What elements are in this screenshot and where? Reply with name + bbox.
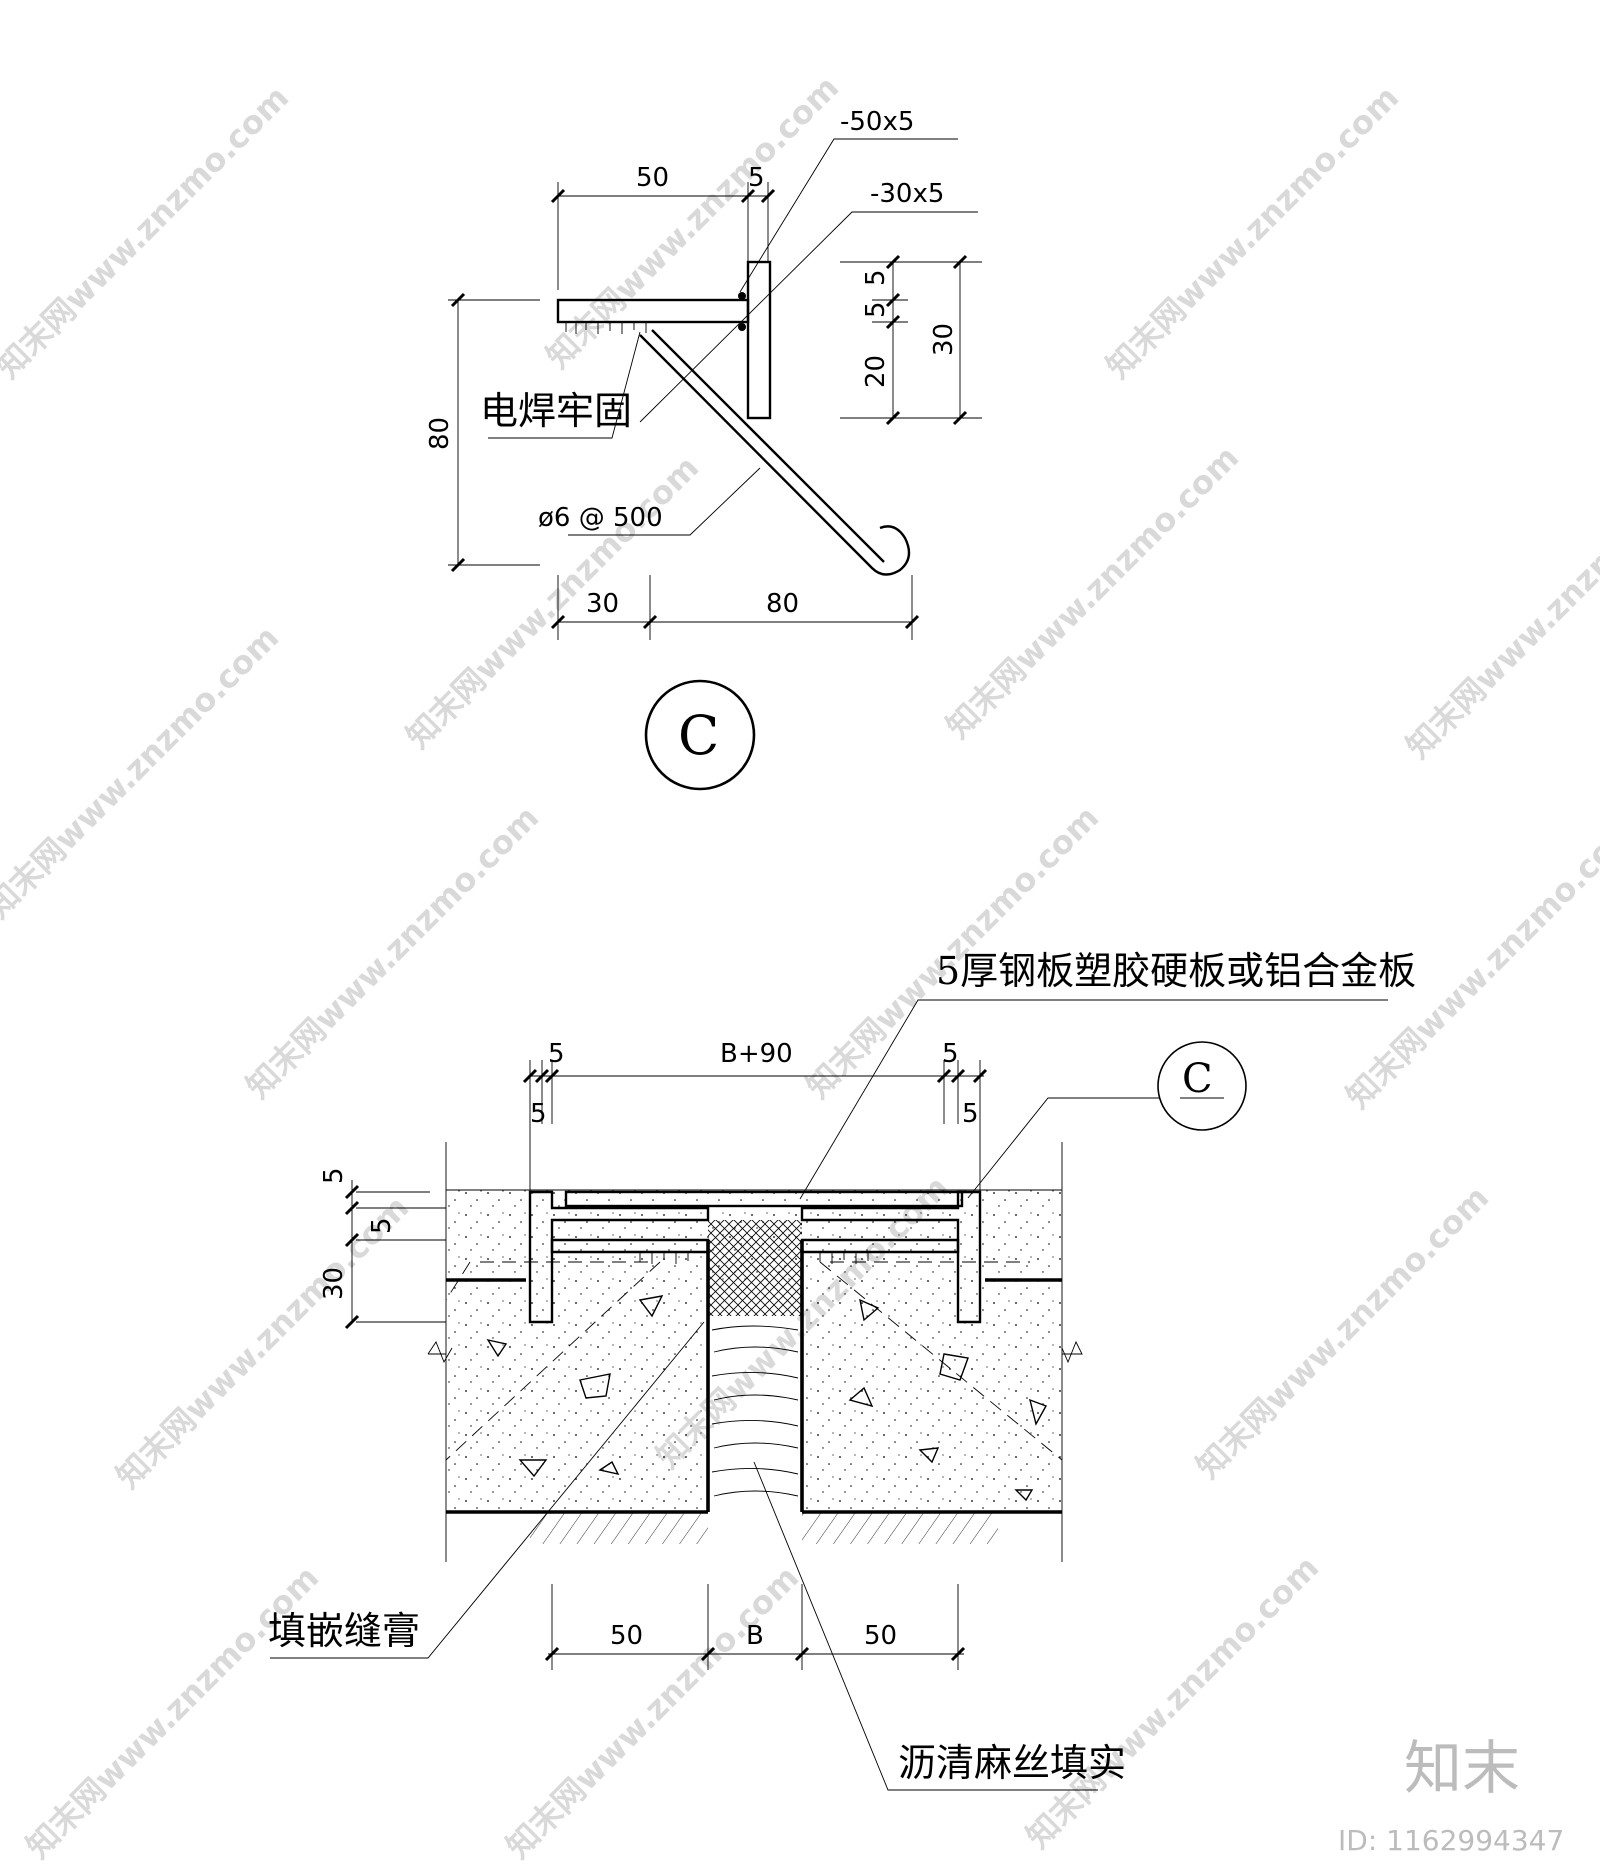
dim-left-2: 5 bbox=[367, 1217, 397, 1234]
watermark-text: 知末网www.znzmo.com bbox=[0, 618, 286, 925]
angle-right bbox=[800, 1190, 982, 1324]
leader-sealant bbox=[270, 1321, 705, 1659]
watermark-text: 知末网www.znzmo.com bbox=[1099, 78, 1406, 385]
section-ref-circle bbox=[1157, 1041, 1247, 1131]
dim-tick bbox=[550, 614, 920, 630]
leader-asphalt bbox=[753, 1461, 1098, 1791]
footer-id: ID: 1162994347 bbox=[1338, 1824, 1564, 1857]
slab-left bbox=[446, 1280, 708, 1512]
slab-right bbox=[802, 1280, 1062, 1512]
watermark-text: 知末网www.znzmo.com bbox=[19, 1558, 326, 1865]
dim-bottom-3: 50 bbox=[864, 1621, 897, 1651]
slab-outline bbox=[446, 1240, 1062, 1514]
dim-right-3: 20 bbox=[861, 355, 891, 388]
dim-top-mid: B+90 bbox=[720, 1039, 793, 1069]
dim-tick bbox=[450, 292, 466, 573]
watermark-text: 知末网www.znzmo.com bbox=[1399, 458, 1600, 765]
dim-line bbox=[448, 299, 540, 566]
weld-hatch bbox=[565, 322, 647, 334]
dim-tick bbox=[522, 1068, 988, 1084]
dim-sub-left: 5 bbox=[530, 1099, 547, 1129]
leader-plate-a bbox=[739, 138, 958, 293]
watermark-text: 知末网www.znzmo.com bbox=[499, 1558, 806, 1865]
leader-bar bbox=[568, 467, 761, 536]
watermark-text: 知末网www.znzmo.com bbox=[939, 438, 1246, 745]
dim-line bbox=[840, 261, 982, 419]
dim-tick bbox=[885, 254, 968, 426]
cover-plate bbox=[564, 1190, 964, 1208]
watermark-text: 知末网www.znzmo.com bbox=[539, 68, 846, 375]
dim-top-2: 5 bbox=[748, 163, 765, 193]
dim-right-outer: 30 bbox=[929, 323, 959, 356]
angle-left-leg bbox=[550, 1238, 710, 1254]
ground-right bbox=[802, 1512, 998, 1544]
dim-sub-right: 5 bbox=[962, 1099, 979, 1129]
asphalt-fill bbox=[711, 1325, 799, 1497]
callout-bar: ø6 @ 500 bbox=[538, 503, 663, 533]
watermark-text: 知末网www.znzmo.com bbox=[0, 78, 296, 385]
dim-bottom-2: B bbox=[746, 1621, 764, 1651]
leader-plate bbox=[799, 999, 1388, 1200]
break-line bbox=[427, 1340, 1083, 1364]
leader-section bbox=[967, 1097, 1160, 1199]
section-ref: C bbox=[1182, 1056, 1213, 1102]
weld-dot bbox=[738, 323, 746, 331]
dim-tick bbox=[544, 1646, 966, 1662]
leader-weld bbox=[488, 331, 641, 439]
dim-left-1: 5 bbox=[319, 1167, 349, 1184]
chamfer-dash bbox=[445, 1261, 1063, 1461]
dim-bottom-1: 50 bbox=[610, 1621, 643, 1651]
weld-hatch bbox=[639, 1252, 869, 1264]
ground-left bbox=[530, 1512, 708, 1544]
leader-plate-b bbox=[639, 211, 978, 423]
plate-vertical bbox=[746, 260, 772, 420]
dim-left: 80 bbox=[425, 417, 455, 450]
dim-line bbox=[548, 1584, 964, 1670]
bottom-detail bbox=[270, 999, 1388, 1791]
label-asphalt: 沥清麻丝填实 bbox=[898, 1741, 1126, 1785]
dim-line bbox=[557, 182, 769, 290]
watermark-text: 知末网www.znzmo.com bbox=[399, 448, 706, 755]
anchor-bar bbox=[639, 334, 911, 576]
footer-logo: 知末 bbox=[1404, 1734, 1520, 1802]
section-mark: C bbox=[678, 704, 719, 767]
dim-bottom-1: 30 bbox=[586, 589, 619, 619]
dim-line bbox=[351, 1180, 446, 1323]
dim-tick bbox=[344, 1184, 360, 1330]
dim-bottom-2: 80 bbox=[766, 589, 799, 619]
dim-right-2: 5 bbox=[861, 301, 891, 318]
weld-dot bbox=[738, 292, 746, 300]
dim-top-right: 5 bbox=[942, 1039, 959, 1069]
footer: 知末 ID: 1162994347 bbox=[1338, 1734, 1564, 1857]
anchor-bar-inner bbox=[651, 329, 885, 563]
callout-plate-a: -50x5 bbox=[840, 107, 914, 137]
section-circle bbox=[644, 679, 756, 791]
aggregate bbox=[486, 1295, 1048, 1502]
top-detail-text: -50x5 -30x5 电焊牢固 ø6 @ 500 50 5 5 5 20 30… bbox=[425, 107, 959, 767]
dim-tick bbox=[550, 188, 776, 204]
dim-right-1: 5 bbox=[861, 269, 891, 286]
label-sealant: 填嵌缝膏 bbox=[268, 1609, 420, 1653]
angle-right-leg bbox=[800, 1238, 960, 1254]
watermark-text: 知末网www.znzmo.com bbox=[1189, 1178, 1496, 1485]
plate-note: 5厚钢板塑胶硬板或铝合金板 bbox=[936, 949, 1416, 993]
dim-left-3: 30 bbox=[319, 1267, 349, 1300]
callout-plate-b: -30x5 bbox=[870, 179, 944, 209]
dim-line bbox=[557, 575, 913, 640]
watermark-text: 知末网www.znzmo.com bbox=[239, 798, 546, 1105]
dim-top-left: 5 bbox=[548, 1039, 565, 1069]
top-detail bbox=[448, 138, 982, 791]
sealant-fill bbox=[708, 1220, 802, 1316]
dim-line bbox=[528, 1060, 984, 1192]
callout-weld: 电焊牢固 bbox=[480, 389, 632, 433]
bottom-detail-text: 5厚钢板塑胶硬板或铝合金板 5 B+90 5 5 5 C 5 5 30 填嵌缝膏… bbox=[268, 949, 1416, 1785]
dim-top-1: 50 bbox=[636, 163, 669, 193]
angle-left bbox=[528, 1190, 710, 1324]
watermark-text: 知末网www.znzmo.com bbox=[1019, 1548, 1326, 1855]
